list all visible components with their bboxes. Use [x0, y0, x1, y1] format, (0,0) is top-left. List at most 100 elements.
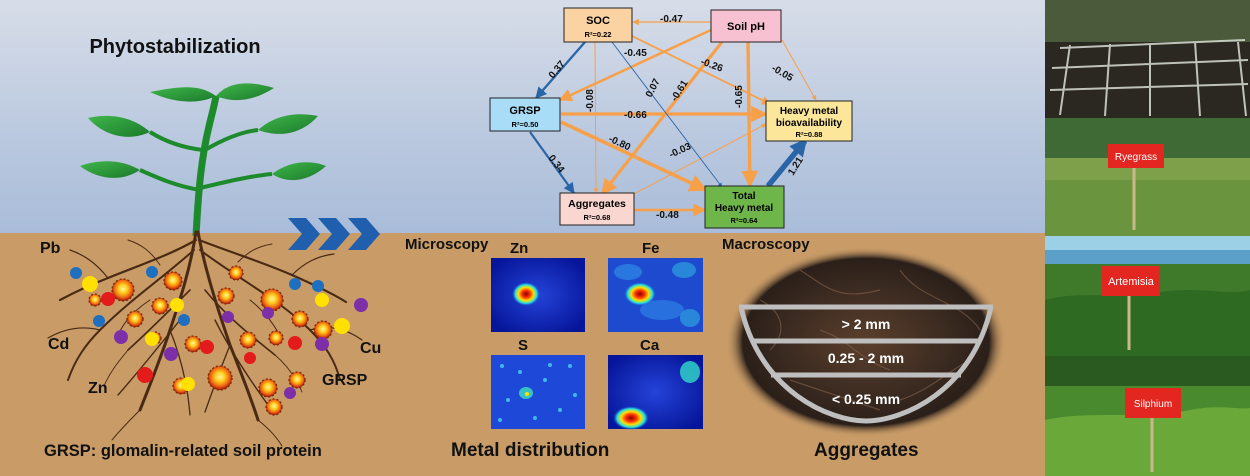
path-soc-agg [593, 41, 599, 194]
size-class-large: > 2 mm [842, 316, 891, 332]
grsp-particle [217, 287, 235, 305]
map-zn [491, 258, 585, 332]
grsp-particle [111, 278, 135, 302]
label-cd: Cd [48, 336, 69, 353]
pb-dot [146, 266, 158, 278]
sign-silphium: Silphium [1134, 399, 1172, 410]
cu-dot [262, 307, 274, 319]
pb-dot [312, 280, 324, 292]
map-fe [608, 258, 703, 332]
node-total-heavy-metal: Total Heavy metal R²=0.64 [704, 185, 785, 229]
map-label-fe: Fe [642, 240, 660, 257]
cd-dot [82, 276, 98, 292]
coef-ph-hmb: -0.05 [770, 63, 796, 84]
zn-dot [101, 292, 115, 306]
grsp-particle [288, 371, 306, 389]
leaf [80, 161, 140, 178]
coef-soc-grsp: 0.37 [547, 59, 568, 81]
path-soc-grsp [535, 41, 586, 99]
node-heavy-metal-bioavailability: Heavy metal bioavailability R²=0.88 [765, 100, 853, 142]
cd-dot [315, 293, 329, 307]
zn-dot [288, 336, 302, 350]
leaf [272, 162, 326, 181]
photo-silphium: Silphium [1045, 356, 1250, 476]
title: Phytostabilization [89, 36, 260, 58]
path-thm-hmb [765, 138, 808, 188]
node-thm-name2: Heavy metal [715, 203, 774, 214]
chevron-icon [348, 218, 380, 250]
photo-plots [1045, 0, 1250, 118]
coef-ph-soc: -0.47 [660, 14, 683, 25]
chevron-arrows [288, 218, 380, 250]
microscopy-caption: Metal distribution [451, 440, 609, 461]
node-agg-r2: R²=0.68 [584, 213, 611, 222]
map-label-ca: Ca [640, 337, 660, 354]
pb-dot [289, 278, 301, 290]
grsp-particle [265, 398, 283, 416]
map-s [491, 355, 585, 429]
node-soc-name: SOC [586, 15, 610, 27]
sem-diagram: -0.47 -0.45 -0.61 -0.65 -0.05 0.37 -0.08… [489, 7, 853, 229]
cd-dot [181, 377, 195, 391]
grsp-particle [184, 335, 202, 353]
node-soc: SOC R²=0.22 [563, 7, 633, 43]
leaf [150, 87, 216, 102]
coef-ph-agg: -0.61 [669, 78, 691, 104]
pb-dot [178, 314, 190, 326]
zn-dot [200, 340, 214, 354]
coef-agg-hmb: -0.03 [668, 141, 694, 161]
grsp-particle [268, 330, 284, 346]
node-thm-name1: Total [732, 191, 755, 202]
path-ph-grsp [558, 28, 712, 102]
cd-dot [170, 298, 184, 312]
path-soc-hmb [631, 35, 771, 105]
pb-dot [70, 267, 82, 279]
node-hmb-name2: bioavailability [776, 118, 843, 129]
coef-soc-thm: 0.07 [644, 77, 663, 100]
pb-dot [93, 315, 105, 327]
cd-dot [334, 318, 350, 334]
map-label-zn: Zn [510, 240, 528, 257]
node-grsp-r2: R²=0.50 [512, 120, 539, 129]
size-class-medium: 0.25 - 2 mm [828, 350, 904, 366]
grsp-particle [291, 310, 309, 328]
coef-agg-thm: -0.48 [656, 210, 679, 221]
grsp-particle [207, 365, 233, 391]
cu-dot [222, 311, 234, 323]
label-zn: Zn [88, 380, 108, 397]
macroscopy-title: Macroscopy [722, 236, 810, 253]
grsp-particle [260, 288, 284, 312]
cu-dot [354, 298, 368, 312]
footer-note: GRSP: glomalin-related soil protein [44, 442, 322, 460]
path-ph-hmb [781, 39, 817, 101]
node-ph-name: Soil pH [727, 21, 765, 33]
grsp-particle [126, 310, 144, 328]
path-ph-agg [600, 41, 724, 196]
map-label-s: S [518, 337, 528, 354]
map-ca [608, 355, 703, 430]
label-grsp: GRSP [322, 372, 368, 389]
zn-dot [137, 367, 153, 383]
chevron-icon [318, 218, 350, 250]
photo-ryegrass: Ryegrass [1045, 118, 1250, 236]
node-aggregates: Aggregates R²=0.68 [559, 192, 635, 226]
coef-soc-agg: -0.08 [585, 89, 596, 112]
grsp-particle [88, 293, 102, 307]
grsp-particle [228, 265, 244, 281]
node-agg-name: Aggregates [568, 198, 626, 210]
leaf [88, 115, 150, 137]
node-grsp-name: GRSP [509, 105, 540, 117]
grsp-particle [151, 297, 169, 315]
leaf [216, 83, 274, 101]
roots [47, 230, 363, 447]
photo-artemisia: Artemisia [1045, 236, 1250, 356]
coef-ph-thm: -0.65 [734, 85, 745, 108]
microscopy-title: Microscopy [405, 236, 489, 253]
node-hmb-name1: Heavy metal [780, 106, 839, 117]
grsp-particle [239, 331, 257, 349]
coef-soc-hmb: -0.26 [699, 56, 725, 74]
path-soc-thm [611, 41, 723, 188]
cu-dot [315, 337, 329, 351]
